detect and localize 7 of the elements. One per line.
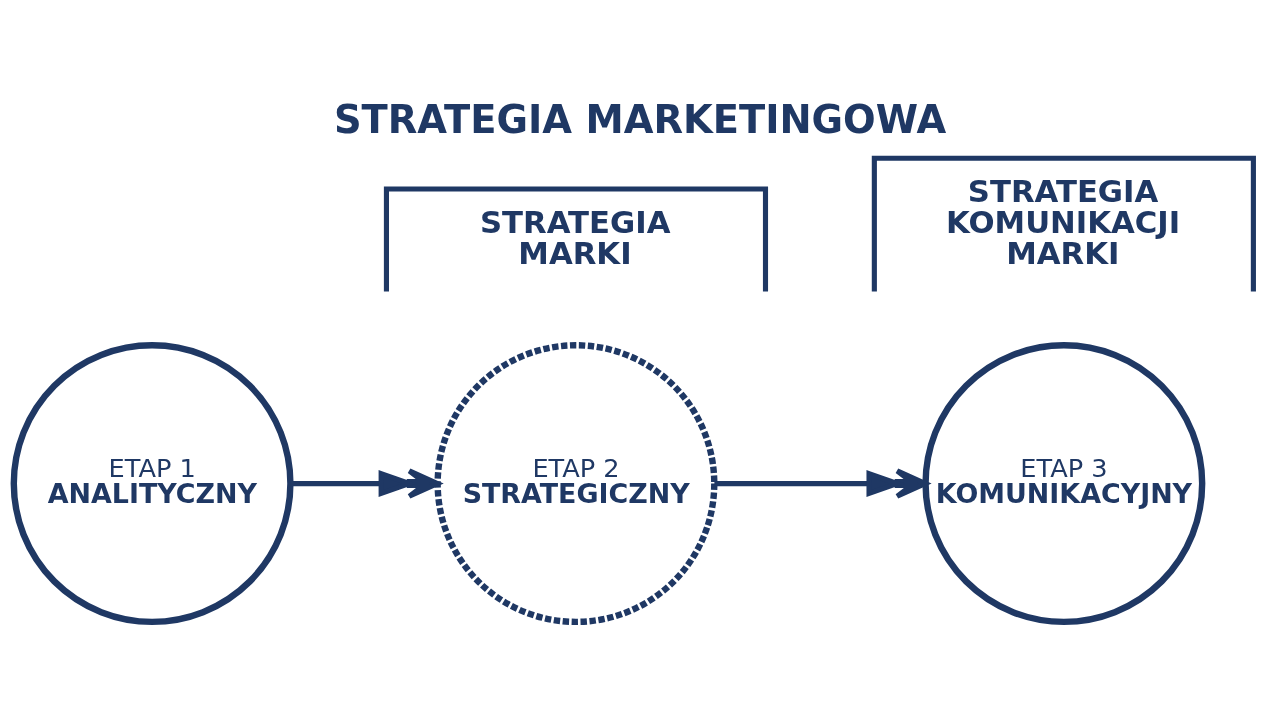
node-circle: ETAP 1 ANALITYCZNY bbox=[10, 342, 294, 626]
diagram-title: STRATEGIA MARKETINGOWA bbox=[333, 96, 947, 142]
node-circle: ETAP 3 KOMUNIKACYJNY bbox=[922, 342, 1206, 626]
arrow bbox=[290, 468, 441, 499]
node-circle: ETAP 2 STRATEGICZNY bbox=[434, 342, 718, 626]
label: STRATEGIA MARKI bbox=[479, 203, 671, 271]
label: STRATEGIA KOMUNIKACJI MARKI bbox=[946, 173, 1181, 271]
